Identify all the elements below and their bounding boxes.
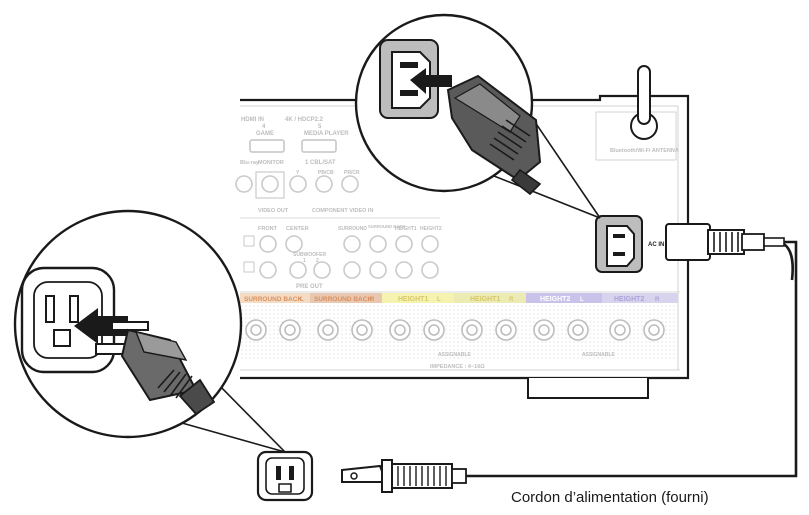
component-jack-pb[interactable]	[315, 175, 333, 193]
speaker-label-surround-back-r: SURROUND BACK	[314, 296, 372, 303]
speaker-terminal[interactable]	[461, 319, 483, 341]
power-cord	[466, 240, 798, 478]
component-pb-label: PB/CB	[318, 170, 334, 176]
subwoofer-number-2: 2	[316, 258, 319, 264]
speaker-terminal[interactable]	[495, 319, 517, 341]
power-cord-caption: Cordon d’alimentation (fourni)	[511, 489, 709, 506]
speaker-terminal[interactable]	[389, 319, 411, 341]
speaker-band-surround-back-l	[240, 293, 310, 303]
speaker-band-height1-r	[454, 293, 526, 303]
speaker-band-surround-back-r	[310, 293, 382, 303]
impedance-label: IMPEDANCE : 4~16Ω	[430, 364, 485, 370]
ac-inlet[interactable]: AC IN	[595, 215, 664, 273]
speaker-terminal[interactable]	[643, 319, 665, 341]
pre-out-center-label: CENTER	[286, 226, 309, 232]
hdmi-port-game[interactable]	[249, 139, 285, 153]
pre-out-height2-l[interactable]	[421, 235, 439, 253]
speaker-band-height2-r	[602, 293, 678, 303]
speaker-label-height1-l: HEIGHT1	[398, 296, 428, 303]
subwoofer-label: SUBWOOFER	[293, 252, 326, 258]
speaker-mark-height2-l: L	[580, 297, 584, 303]
magnifier-ac-inlet	[354, 13, 542, 196]
hdmi-port-media-player[interactable]	[301, 139, 337, 153]
speaker-band-height1-l	[382, 293, 454, 303]
power-plug-icon	[95, 321, 216, 416]
pre-out-height1-label: HEIGHT1	[395, 226, 417, 232]
pre-out-front-r[interactable]	[259, 261, 277, 279]
pre-out-surround-back-r[interactable]	[369, 261, 387, 279]
speaker-mark-height1-l: L	[437, 297, 441, 303]
antenna-section: Bluetooth/Wi-Fi ANTENNA	[595, 65, 679, 161]
pre-out-surround-back-label: SURROUND BACK	[368, 224, 405, 229]
speaker-terminal[interactable]	[533, 319, 555, 341]
speaker-label-height2-l: HEIGHT2	[540, 296, 570, 303]
insertion-arrow-icon	[410, 68, 452, 94]
component-y-label: Y	[296, 170, 300, 176]
pre-out-center[interactable]	[285, 235, 303, 253]
pre-out-front-label: FRONT	[258, 226, 278, 232]
pre-out-sub-1[interactable]	[289, 261, 307, 279]
pre-out-surround-l[interactable]	[343, 235, 361, 253]
antenna-rod[interactable]	[637, 65, 651, 125]
speaker-label-height2-r: HEIGHT2	[614, 296, 644, 303]
blu-ray-label: Blu-ray	[240, 160, 260, 166]
pre-out-height1-r[interactable]	[395, 261, 413, 279]
hdmi-input-game: GAME	[256, 131, 274, 137]
video-jack-blu-ray[interactable]	[235, 175, 253, 193]
receiver-rear-panel: HDMI IN 4K / HDCP2.2 4 GAME 5 MEDIA PLAY…	[235, 65, 690, 399]
speaker-terminal[interactable]	[245, 319, 267, 341]
video-out-label: VIDEO OUT	[258, 208, 289, 214]
pre-out-label: PRE OUT	[296, 284, 323, 290]
hdmi-number-4: 4	[262, 124, 266, 130]
assignable-label-1: ASSIGNABLE	[438, 352, 471, 358]
hdmi-in-label: HDMI IN	[241, 117, 264, 123]
speaker-terminal[interactable]	[423, 319, 445, 341]
ac-in-label: AC IN	[648, 242, 664, 248]
iec-connector-icon	[446, 74, 542, 196]
pre-out-surround-r[interactable]	[343, 261, 361, 279]
speaker-mark-surround-back-r: R	[370, 297, 375, 303]
hdmi-section: HDMI IN 4K / HDCP2.2 4 GAME 5 MEDIA PLAY…	[241, 117, 349, 153]
hdmi-header-label: 4K / HDCP2.2	[285, 117, 324, 123]
pre-out-height2-label: HEIGHT2	[420, 226, 442, 232]
component-jack-y[interactable]	[289, 175, 307, 193]
speaker-terminals: SURROUND BACK L SURROUND BACK R HEIGHT1 …	[240, 292, 680, 370]
pre-out-height2-r[interactable]	[421, 261, 439, 279]
hdmi-input-media-player: MEDIA PLAYER	[304, 131, 349, 137]
power-plug-small	[341, 459, 467, 493]
video-out-jack[interactable]	[261, 175, 279, 193]
speaker-label-height1-r: HEIGHT1	[470, 296, 500, 303]
speaker-mark-height1-r: R	[509, 297, 514, 303]
hdmi-number-5: 5	[318, 124, 322, 130]
speaker-terminal[interactable]	[279, 319, 301, 341]
component-video-in-label: COMPONENT VIDEO IN	[312, 208, 373, 214]
wall-outlet-icon	[20, 266, 116, 374]
pre-out-surround-label: SURROUND	[338, 226, 367, 232]
component-jack-pr[interactable]	[341, 175, 359, 193]
pre-out-height1-l[interactable]	[395, 235, 413, 253]
speaker-mark-height2-r: R	[655, 297, 660, 303]
cbl-sat-label: 1 CBL/SAT	[305, 160, 336, 166]
wall-outlet-small	[256, 450, 314, 502]
component-pr-label: PR/CR	[344, 170, 360, 176]
speaker-terminal[interactable]	[567, 319, 589, 341]
video-section: Blu-ray MONITOR 1 CBL/SAT Y PB/CB PR/CR …	[235, 160, 440, 219]
speaker-terminal[interactable]	[351, 319, 373, 341]
speaker-mark-surround-back-l: L	[300, 297, 304, 303]
pre-out-front-l[interactable]	[259, 235, 277, 253]
pre-out-surround-back-l[interactable]	[369, 235, 387, 253]
speaker-band-height2-l	[526, 293, 602, 303]
iec-plug-right	[665, 223, 785, 261]
ac-inlet-icon	[606, 225, 635, 267]
magnifier-wall-outlet	[13, 209, 243, 439]
subwoofer-number-1: 1	[303, 258, 306, 264]
speaker-terminal[interactable]	[609, 319, 631, 341]
antenna-label: Bluetooth/Wi-Fi ANTENNA	[610, 148, 679, 154]
assignable-label-2: ASSIGNABLE	[582, 352, 615, 358]
pre-out-sub-2[interactable]	[313, 261, 331, 279]
speaker-label-surround-back-l: SURROUND BACK	[244, 296, 302, 303]
speaker-terminal[interactable]	[317, 319, 339, 341]
monitor-label: MONITOR	[258, 160, 284, 166]
